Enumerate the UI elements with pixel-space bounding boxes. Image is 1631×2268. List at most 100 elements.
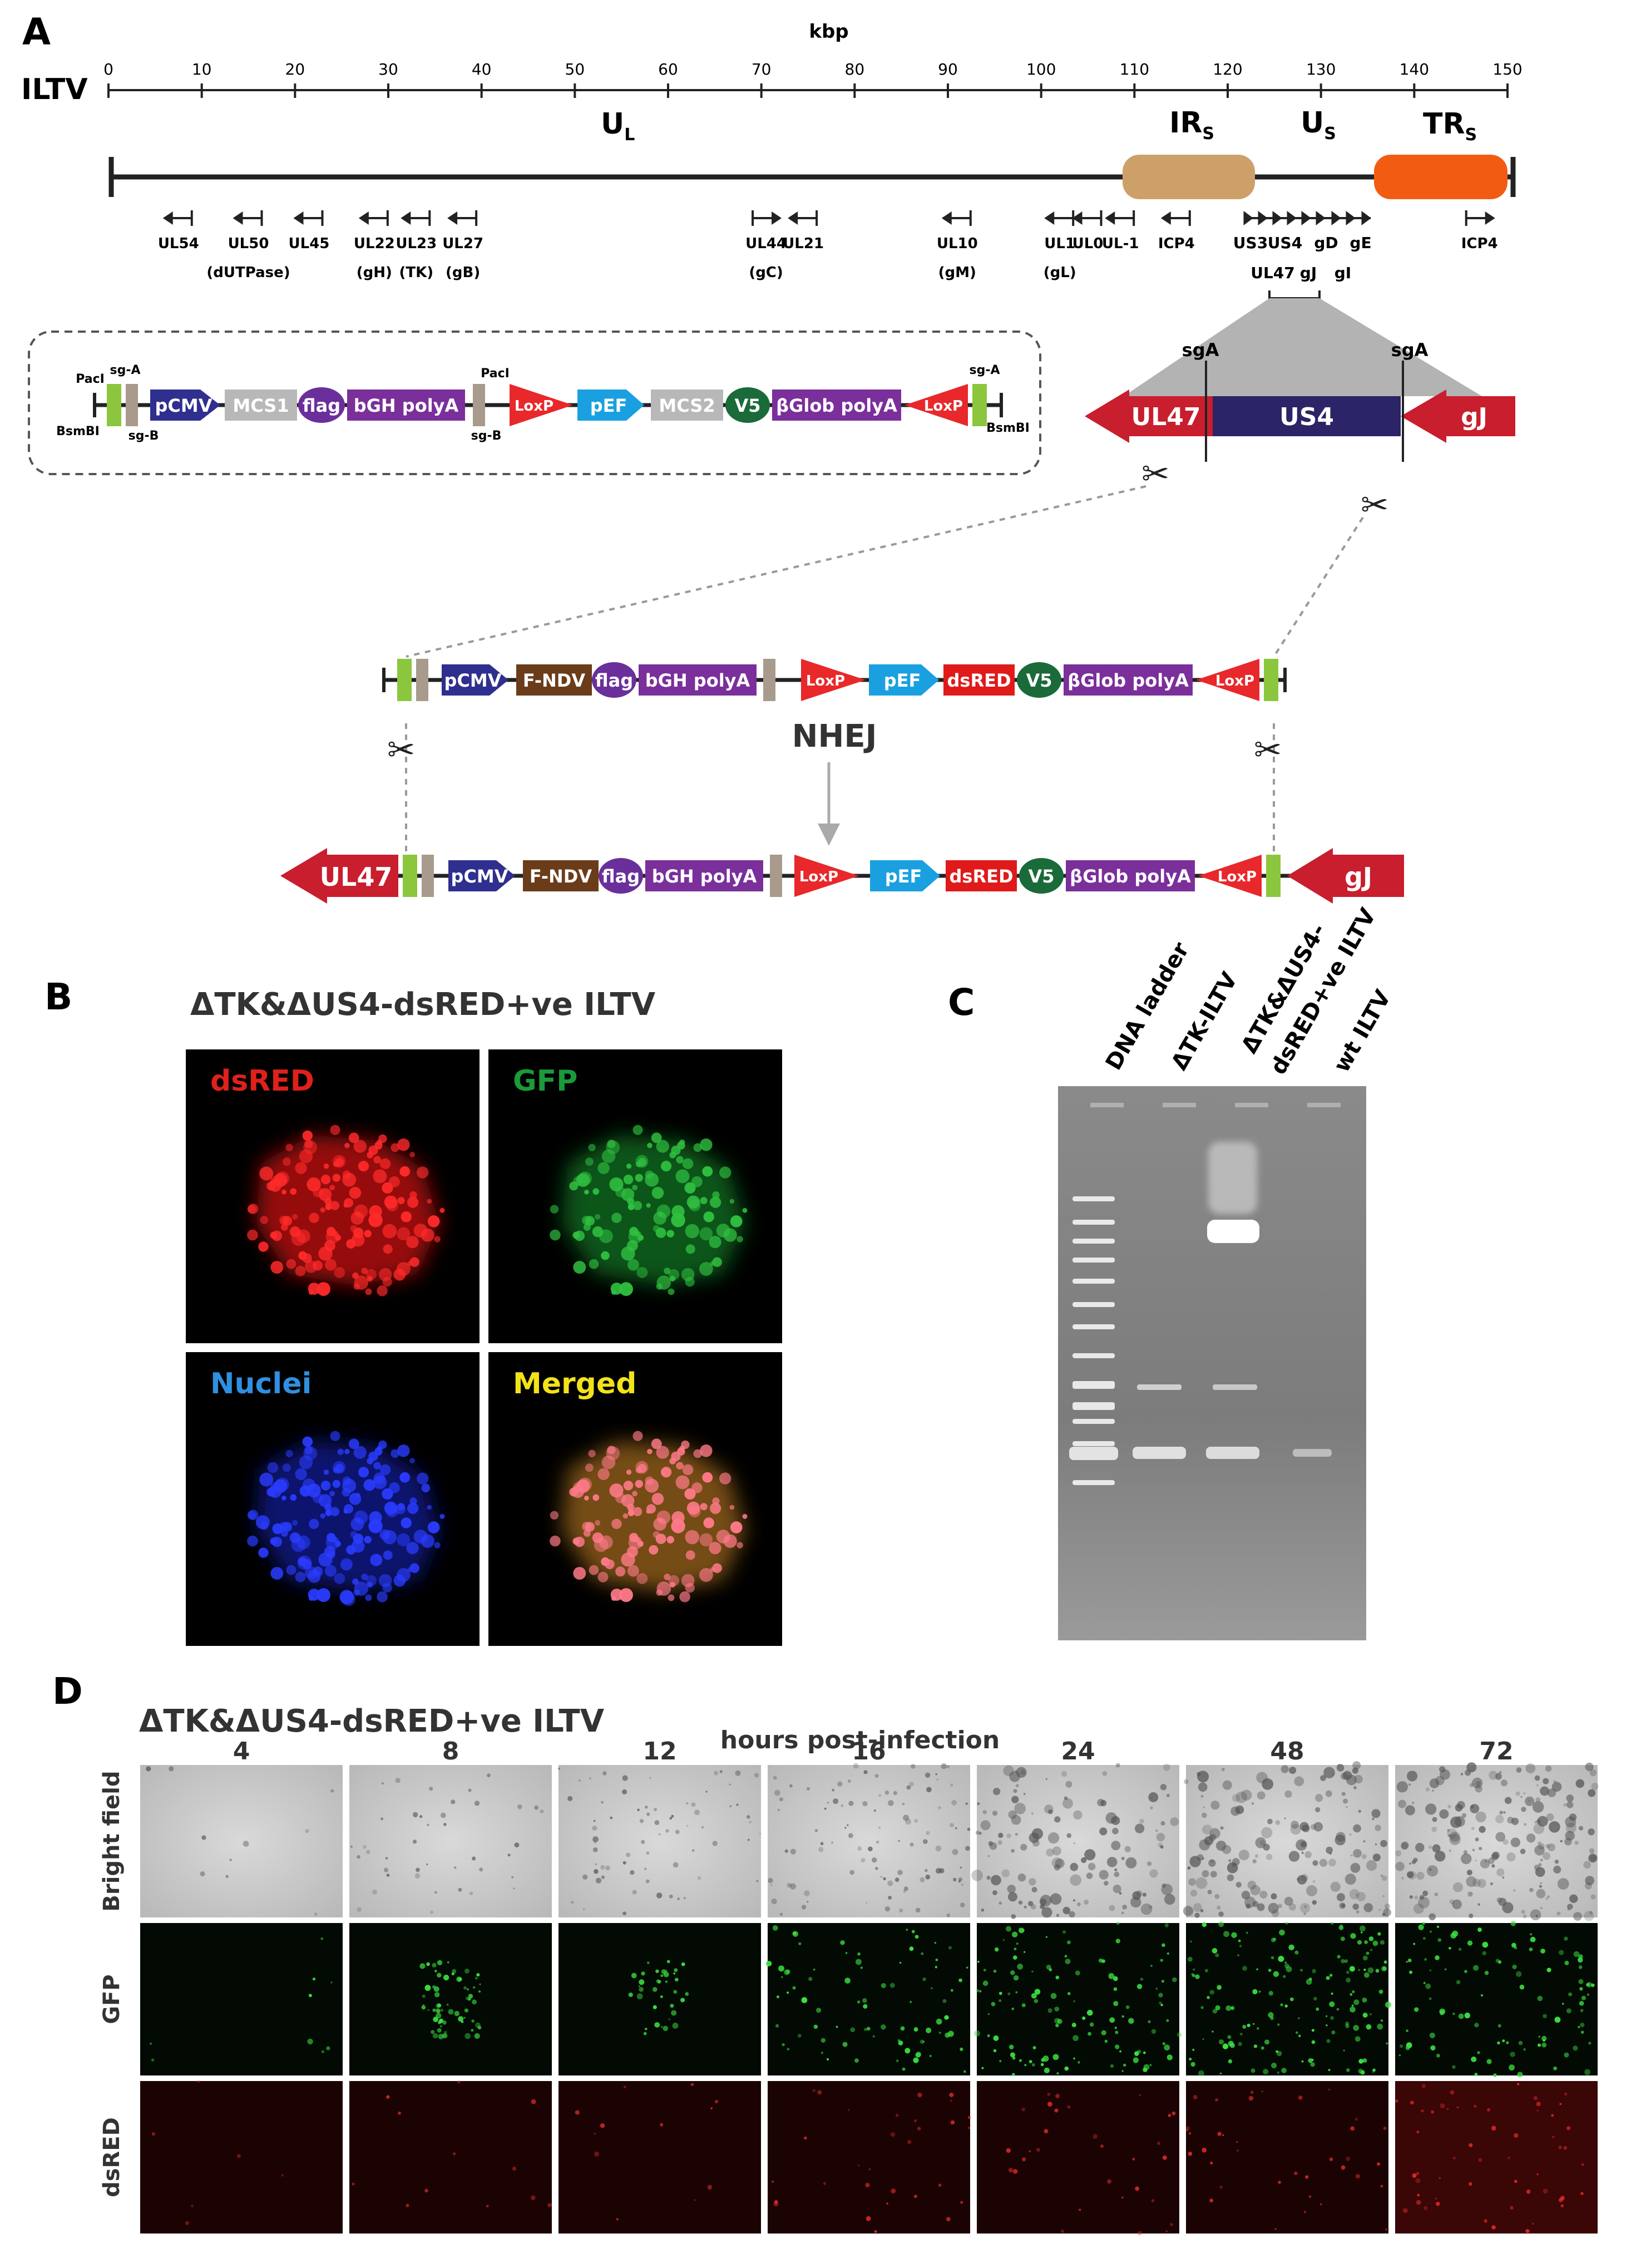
dsred-cell xyxy=(197,2080,200,2083)
gfp-cell xyxy=(993,1969,997,1973)
gfp-cell xyxy=(1578,1965,1583,1969)
dsred-cell xyxy=(1067,2105,1071,2109)
svg-text:✂: ✂ xyxy=(387,731,415,770)
bright-field-debris xyxy=(1575,1779,1585,1788)
cell-dot xyxy=(653,1531,660,1539)
cell-dot xyxy=(330,1431,340,1441)
gfp-cell xyxy=(681,1962,685,1966)
gfp-cell xyxy=(1034,1999,1039,2003)
gfp-cell xyxy=(1372,2068,1376,2072)
cell-dot xyxy=(348,1132,359,1143)
ladder-band xyxy=(1072,1441,1115,1446)
bright-field-debris xyxy=(1584,1882,1592,1890)
cell-dot xyxy=(377,1591,388,1603)
gfp-cell xyxy=(1073,2000,1075,2003)
dsred-cell xyxy=(1157,2142,1160,2145)
gfp-cell xyxy=(942,1999,947,2003)
final-fndv-label: F-NDV xyxy=(530,866,592,887)
gfp-cell xyxy=(922,1977,926,1981)
gfp-cell xyxy=(674,1968,678,1973)
gfp-cell xyxy=(1301,2060,1304,2063)
bright-field-debris xyxy=(1125,1857,1137,1868)
cell-dot xyxy=(285,1143,293,1152)
bright-field-debris xyxy=(1304,1851,1312,1858)
dsred-cell xyxy=(457,2080,461,2084)
bright-field-debris xyxy=(1011,1796,1019,1803)
bright-field-debris xyxy=(965,1846,970,1851)
bright-field-debris xyxy=(790,1883,796,1890)
zoom-wedge xyxy=(1124,298,1482,396)
bright-field-debris xyxy=(1472,1879,1481,1887)
gfp-cell xyxy=(1477,2051,1480,2054)
gfp-cell xyxy=(1523,2048,1526,2051)
dsred-cell xyxy=(531,2099,536,2104)
bright-field-debris xyxy=(646,1812,650,1816)
cell-dot xyxy=(700,1138,713,1151)
gfp-cell xyxy=(1263,2068,1269,2075)
bright-field-debris xyxy=(474,1801,480,1806)
cell-dot xyxy=(295,1162,307,1174)
gfp-cell xyxy=(982,1980,989,1986)
gfp-cell xyxy=(1113,1987,1118,1991)
cell-dot xyxy=(730,1215,743,1227)
cell-dot xyxy=(393,1574,406,1587)
bright-field-debris xyxy=(926,1787,932,1792)
gel-well xyxy=(1235,1103,1268,1107)
bright-field-debris xyxy=(868,1846,873,1852)
gfp-cell xyxy=(1458,1947,1462,1951)
dsred-cell xyxy=(1510,2206,1514,2210)
gfp-cell xyxy=(1512,1964,1517,1970)
bright-field-debris xyxy=(1425,1787,1430,1792)
bright-field-debris xyxy=(1112,1827,1119,1835)
bright-field-debris xyxy=(201,1835,206,1840)
bright-field-debris xyxy=(1210,1801,1220,1810)
gfp-cell xyxy=(1369,2013,1372,2016)
gfp-cell xyxy=(1546,1968,1551,1973)
cell-dot xyxy=(601,1149,616,1163)
bright-field-debris xyxy=(729,1805,732,1807)
gfp-cell xyxy=(821,2038,826,2043)
dsred-cell xyxy=(1440,2103,1445,2108)
cell-dot xyxy=(407,1196,419,1208)
bright-field-debris xyxy=(806,1787,810,1791)
dtk-band xyxy=(1137,1384,1182,1390)
bright-field-debris xyxy=(1537,1816,1548,1827)
gfp-cell xyxy=(938,2032,941,2034)
gfp-cell xyxy=(1510,1921,1516,1926)
donor-bglob xyxy=(772,389,901,421)
cell-dot xyxy=(269,1485,282,1498)
bright-field-debris xyxy=(412,1840,417,1844)
gfp-cell xyxy=(784,1969,790,1975)
bright-field-debris xyxy=(971,1870,983,1881)
gfp-cell xyxy=(1407,1958,1412,1963)
cell-dot xyxy=(427,1521,440,1534)
gfp-cell xyxy=(1456,1980,1461,1985)
gfp-cell xyxy=(1346,2068,1350,2072)
bright-field-debris xyxy=(1291,1821,1299,1829)
dsred-cell xyxy=(575,2110,580,2115)
bright-field-debris xyxy=(992,1810,998,1816)
gfp-cell xyxy=(1114,2044,1120,2049)
gfp-cell xyxy=(1362,2013,1368,2018)
gfp-cell xyxy=(1115,1939,1120,1944)
cell-dot xyxy=(344,1504,354,1514)
gene-product-label: (gL) xyxy=(1044,264,1076,281)
dsred-cell xyxy=(1431,2110,1435,2114)
bright-field-debris xyxy=(951,1799,957,1806)
gfp-cell xyxy=(1012,1955,1017,1960)
gfp-cell xyxy=(1350,2006,1356,2013)
dsred-cell xyxy=(1526,2189,1531,2194)
gfp-cell xyxy=(1281,2068,1287,2073)
bright-field-debris xyxy=(1140,1903,1153,1915)
gfp-cell xyxy=(1377,2023,1383,2030)
gfp-cell xyxy=(1064,2066,1069,2071)
gfp-cell xyxy=(660,2025,663,2028)
bright-field-debris xyxy=(1197,1854,1204,1861)
bright-field-debris xyxy=(1454,1816,1465,1827)
cell-dot xyxy=(668,1269,680,1280)
gfp-cell xyxy=(1564,1960,1569,1965)
gfp-cell xyxy=(792,1986,796,1990)
cell-dot xyxy=(259,1472,274,1487)
gfp-cell xyxy=(798,1942,802,1945)
